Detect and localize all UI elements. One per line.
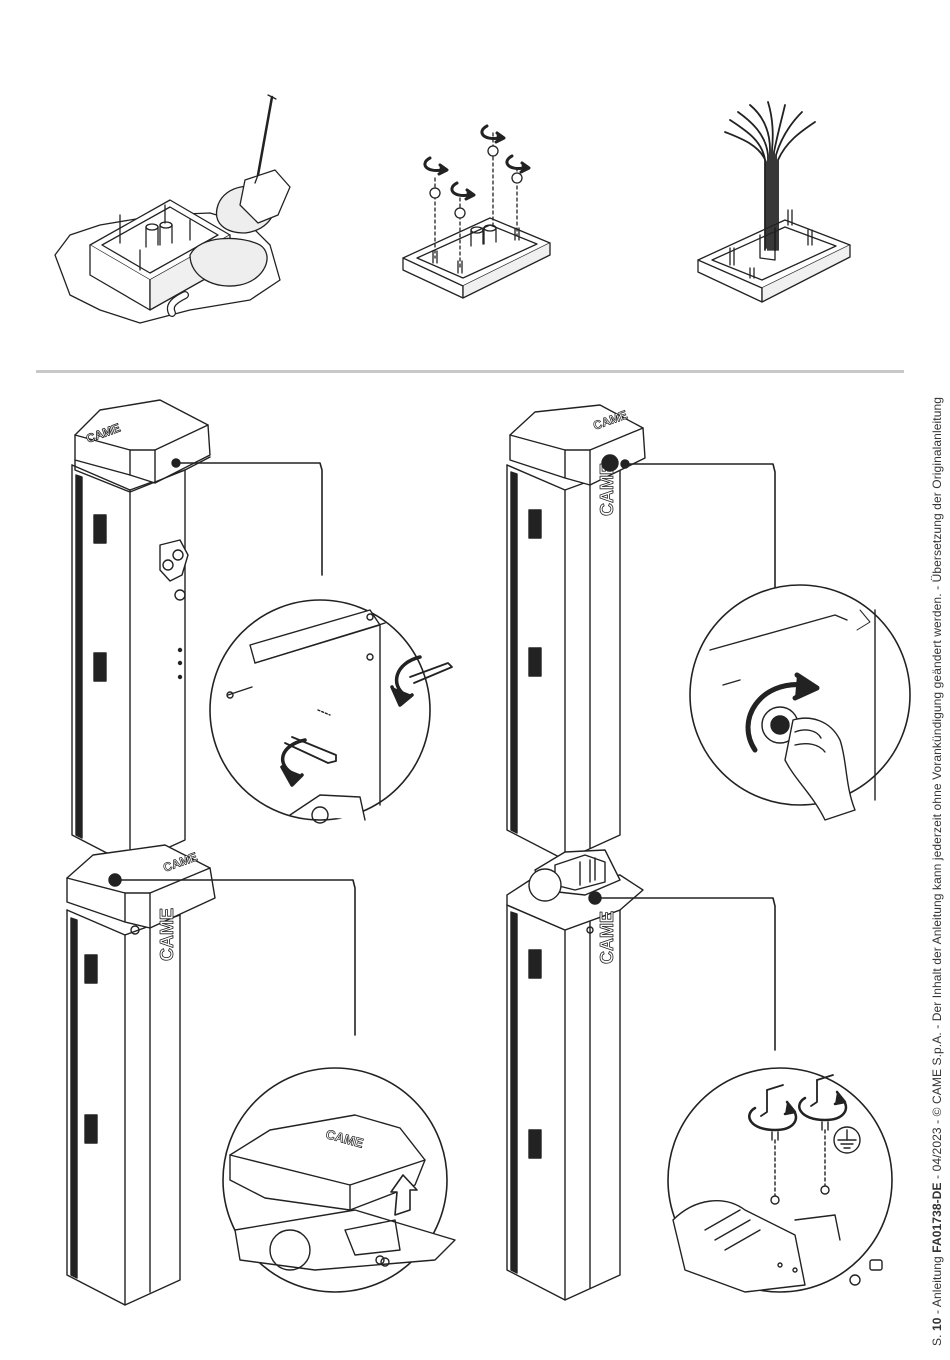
rotate-arrow-icon bbox=[425, 126, 529, 199]
step-barrier-unlock-cover: CAME CAME bbox=[495, 400, 915, 870]
page-number: 10 bbox=[930, 1317, 944, 1331]
shovel-icon bbox=[240, 95, 290, 223]
step-barrier-internal-screws: CAME bbox=[495, 840, 915, 1315]
step-cables-through-plate bbox=[690, 100, 860, 310]
came-side-logo: CAME bbox=[597, 911, 617, 964]
came-side-logo: CAME bbox=[157, 908, 177, 961]
step-foundation-concrete bbox=[40, 95, 330, 335]
step-barrier-cover-screws: CAME bbox=[60, 395, 480, 875]
section-divider bbox=[36, 370, 904, 373]
step-barrier-lift-cover: CAME CAME CAME bbox=[55, 840, 475, 1315]
document-code: FA01738-DE bbox=[930, 1182, 944, 1252]
page-footer-note: S. 10 - Anleitung FA01738-DE - 04/2023 -… bbox=[930, 397, 944, 1346]
step-remove-nuts bbox=[395, 118, 560, 303]
